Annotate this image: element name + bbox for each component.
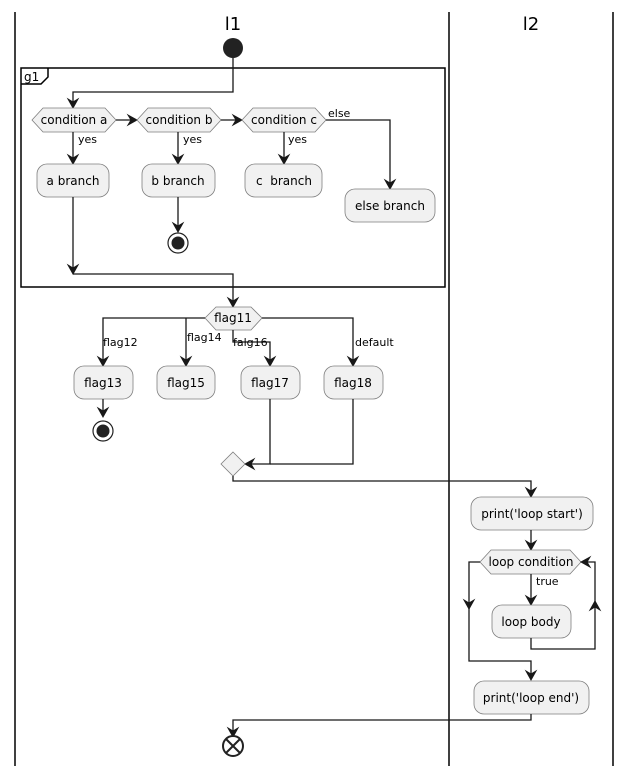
action-text: flag13 [84,376,122,390]
decision-loop-condition: loop condition [479,549,582,575]
arrowhead [588,599,602,612]
arrowhead [179,355,193,368]
group-label: g1 [24,70,39,84]
decision-condition-a: condition a [31,107,117,133]
flow-to-end [232,714,532,733]
action-flag18: flag18 [323,365,384,400]
yes-label-a: yes [78,133,97,146]
arrowhead [66,263,80,276]
action-flag17: flag17 [240,365,301,400]
action-text: b branch [151,174,204,188]
case-label-flag14: flag14 [187,331,222,344]
end-node-x-icon [222,735,244,757]
arrowhead [346,355,360,368]
arrowhead [66,153,80,166]
flow-flag18-to-merge [270,399,354,465]
flow-to-loop-start [232,476,532,493]
true-label: true [536,575,559,588]
arrowhead [171,153,185,166]
merge-diamond [220,451,246,477]
action-c-branch: c branch [244,163,323,198]
group-tab [21,68,49,85]
lane-title-l2: l2 [523,14,539,35]
decision-text: loop condition [489,555,574,569]
action-text: flag17 [251,376,289,390]
arrowhead [579,555,592,569]
flow-else [326,119,391,185]
stop-node [167,232,189,254]
action-text: else branch [355,199,425,213]
stop-node [92,420,114,442]
arrowhead [243,457,256,471]
action-b-branch: b branch [141,163,216,198]
decision-text: condition c [251,113,317,127]
case-label-falg16: falg16 [233,336,268,349]
flow-flag17-to-merge [248,399,271,465]
arrowhead [96,406,110,419]
arrowhead [171,221,185,234]
else-label: else [328,107,351,120]
arrowhead [383,178,397,191]
decision-text: condition a [41,113,108,127]
arrowhead [524,539,538,552]
flow-loop-exit [468,561,532,676]
action-text: print('loop end') [483,691,579,705]
flow-case-flag12 [102,317,205,362]
arrowhead [126,113,139,127]
action-loop-start: print('loop start') [470,496,594,531]
case-label-default: default [355,336,394,349]
arrowhead [226,296,240,309]
action-text: c branch [256,174,312,188]
arrowhead [462,598,476,611]
arrowhead [226,726,240,739]
action-text: flag18 [334,376,372,390]
action-flag13: flag13 [73,365,134,400]
arrowhead [231,113,244,127]
action-flag15: flag15 [156,365,216,400]
case-label-flag12: flag12 [103,336,138,349]
flow-case-falg16 [232,330,271,362]
lane-title-l1: l1 [225,14,241,35]
flow-start-to-cond-a [72,58,234,104]
start-node [223,38,243,58]
flow-loop-back [530,561,596,650]
arrowhead [263,355,277,368]
arrowhead [524,486,538,499]
action-text: loop body [501,615,560,629]
arrowhead [66,97,80,110]
arrowhead [524,594,538,607]
yes-label-c: yes [288,133,307,146]
action-a-branch: a branch [36,163,110,198]
action-text: print('loop start') [481,507,583,521]
action-loop-end: print('loop end') [473,680,590,715]
arrowhead [277,153,291,166]
arrowhead [96,355,110,368]
yes-label-b: yes [183,133,202,146]
flow-merge-to-switch [73,273,234,303]
decision-text: condition b [146,113,213,127]
action-text: flag15 [167,376,205,390]
decision-condition-b: condition b [136,107,222,133]
switch-flag11: flag11 [204,306,263,331]
arrowhead [524,669,538,682]
action-loop-body: loop body [491,604,572,639]
decision-condition-c: condition c [241,107,327,133]
action-else-branch: else branch [344,188,436,223]
flow-case-default [262,317,354,362]
switch-text: flag11 [214,311,252,325]
action-text: a branch [47,174,100,188]
